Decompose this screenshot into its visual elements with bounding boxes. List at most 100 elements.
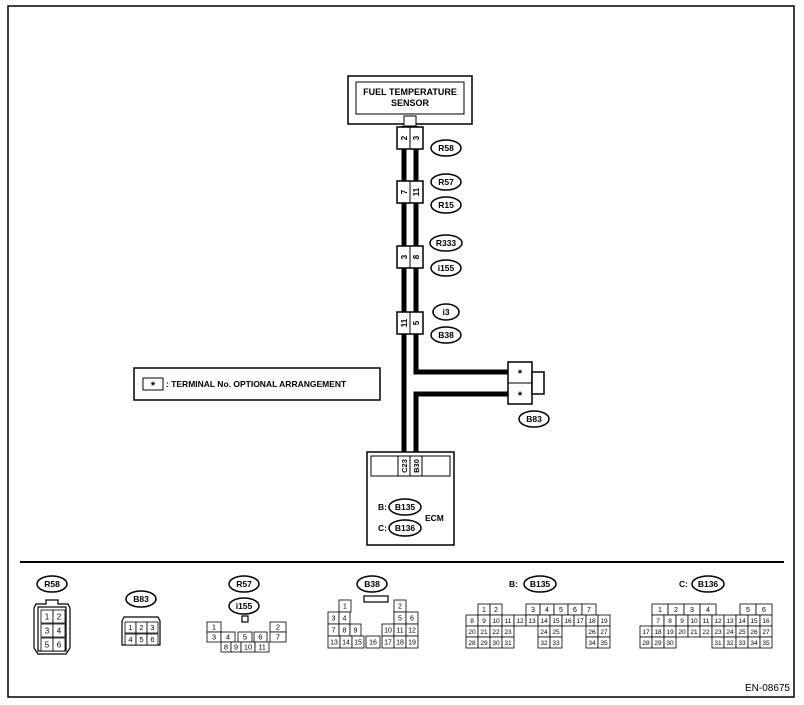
r57-pin-7: 7 — [400, 189, 409, 194]
c136-pin-15: 15 — [750, 618, 758, 625]
figure-id: EN-08675 — [745, 683, 790, 694]
c136-pin-9: 9 — [680, 618, 684, 625]
b135-pin-31: 31 — [504, 640, 512, 647]
r58-cell-4 — [52, 623, 66, 638]
r57-pin-10: 10 — [244, 643, 252, 652]
c136-pin-28: 28 — [642, 640, 650, 647]
ecm-label: ECM — [425, 513, 444, 523]
label-i3: i3 — [442, 307, 449, 317]
face-b135-title: B135 — [530, 579, 551, 589]
connector-labels — [429, 139, 550, 428]
b38-pin-5: 5 — [398, 616, 402, 623]
b38-pin-3: 3 — [332, 616, 336, 623]
c136-pin-17: 17 — [642, 629, 650, 636]
b135-pin-11: 11 — [505, 618, 512, 625]
i3-pin-11: 11 — [400, 318, 409, 327]
b135-pin-4: 4 — [545, 607, 549, 614]
label-oval-r58 — [430, 139, 462, 157]
r57-pin-7: 7 — [276, 633, 280, 642]
face-b83-title: B83 — [133, 594, 149, 604]
label-oval-b38 — [430, 326, 462, 344]
c136-pin-35: 35 — [762, 640, 770, 647]
face-r57-title: R57 — [236, 579, 252, 589]
ecm-b-prefix: B: — [378, 502, 387, 512]
c136-pin-31: 31 — [714, 640, 722, 647]
c136-pin-26: 26 — [750, 629, 758, 636]
b38-pin-2: 2 — [398, 604, 402, 611]
b135-pin-28: 28 — [468, 640, 476, 647]
ecm-unit: C23 B30 B: B135 C: B136 ECM — [366, 451, 455, 546]
b83-pin-4: 4 — [128, 635, 132, 644]
ecm-c-prefix: C: — [378, 523, 387, 533]
b135-pin-2: 2 — [494, 607, 498, 614]
b38-pin-17: 17 — [384, 640, 392, 647]
b38-pin-8: 8 — [343, 628, 347, 635]
r58-pin-3: 3 — [45, 626, 50, 635]
b38-pin-10: 10 — [384, 628, 392, 635]
b38-pin-15: 15 — [354, 640, 362, 647]
c136-pin-5: 5 — [746, 607, 750, 614]
r57-pin-4: 4 — [226, 633, 230, 642]
r57-cell-7 — [269, 631, 287, 643]
c136-cell-35 — [759, 636, 773, 649]
b135-pin-23: 23 — [504, 629, 512, 636]
b83-pin-6: 6 — [150, 635, 154, 644]
face-b38-title: B38 — [364, 579, 380, 589]
b83-pin-star-1: * — [518, 368, 523, 380]
c136-pin-32: 32 — [726, 640, 734, 647]
c136-pin-7: 7 — [656, 618, 660, 625]
label-b83: B83 — [526, 414, 542, 424]
b135-pin-15: 15 — [552, 618, 560, 625]
b38-pin-18: 18 — [396, 640, 404, 647]
b135-pin-13: 13 — [528, 618, 536, 625]
b135-pin-5: 5 — [559, 607, 563, 614]
ecm-pin-b30: B30 — [412, 459, 421, 473]
b135-pin-26: 26 — [588, 629, 596, 636]
c136-pin-10: 10 — [690, 618, 698, 625]
b135-pin-29: 29 — [480, 640, 488, 647]
r58-cell-6 — [52, 637, 66, 652]
c136-pin-16: 16 — [762, 618, 770, 625]
c136-pin-18: 18 — [654, 629, 662, 636]
b135-pin-1: 1 — [482, 607, 486, 614]
label-oval-r333 — [429, 234, 463, 252]
fuel-temperature-sensor: FUEL TEMPERATURE SENSOR — [347, 75, 473, 127]
c136-pin-13: 13 — [726, 618, 734, 625]
b83-pin-1: 1 — [128, 623, 132, 632]
r57-pin-3: 3 — [212, 633, 216, 642]
b135-pin-14: 14 — [540, 618, 548, 625]
face-b135-prefix: B: — [509, 579, 518, 589]
b38-pin-12: 12 — [408, 628, 416, 635]
label-oval-i3 — [432, 303, 460, 321]
b135-pin-33: 33 — [552, 640, 560, 647]
c136-cell-30 — [663, 636, 677, 649]
c136-pin-23: 23 — [714, 629, 722, 636]
r57-pin-11: 11 — [412, 187, 421, 196]
r58-pin-2: 2 — [57, 612, 62, 621]
b83-cell-6 — [146, 633, 159, 646]
b83-pin-5: 5 — [139, 635, 143, 644]
b83-pin-star-2: * — [518, 390, 523, 402]
label-oval-r15 — [430, 196, 462, 214]
b38-pin-1: 1 — [343, 604, 347, 611]
label-r15: R15 — [438, 200, 454, 210]
legend-star: * — [151, 380, 156, 392]
r58-pin-2: 2 — [400, 135, 409, 140]
b83-pin-2: 2 — [139, 623, 143, 632]
face-r58-title: R58 — [44, 579, 60, 589]
b135-pin-22: 22 — [492, 629, 500, 636]
c136-pin-34: 34 — [750, 640, 758, 647]
r57-pin-8: 8 — [224, 643, 228, 652]
ecm-b-connector: B135 — [395, 502, 416, 512]
label-r333: R333 — [436, 238, 457, 248]
b38-pin-4: 4 — [343, 616, 347, 623]
c136-pin-30: 30 — [666, 640, 674, 647]
b135-pin-12: 12 — [516, 618, 524, 625]
b135-pin-25: 25 — [552, 629, 560, 636]
b38-pin-6: 6 — [410, 616, 414, 623]
r57-pin-9: 9 — [234, 643, 238, 652]
c136-pin-6: 6 — [762, 607, 766, 614]
r58-pin-6: 6 — [57, 640, 62, 649]
c136-pin-4: 4 — [706, 607, 710, 614]
